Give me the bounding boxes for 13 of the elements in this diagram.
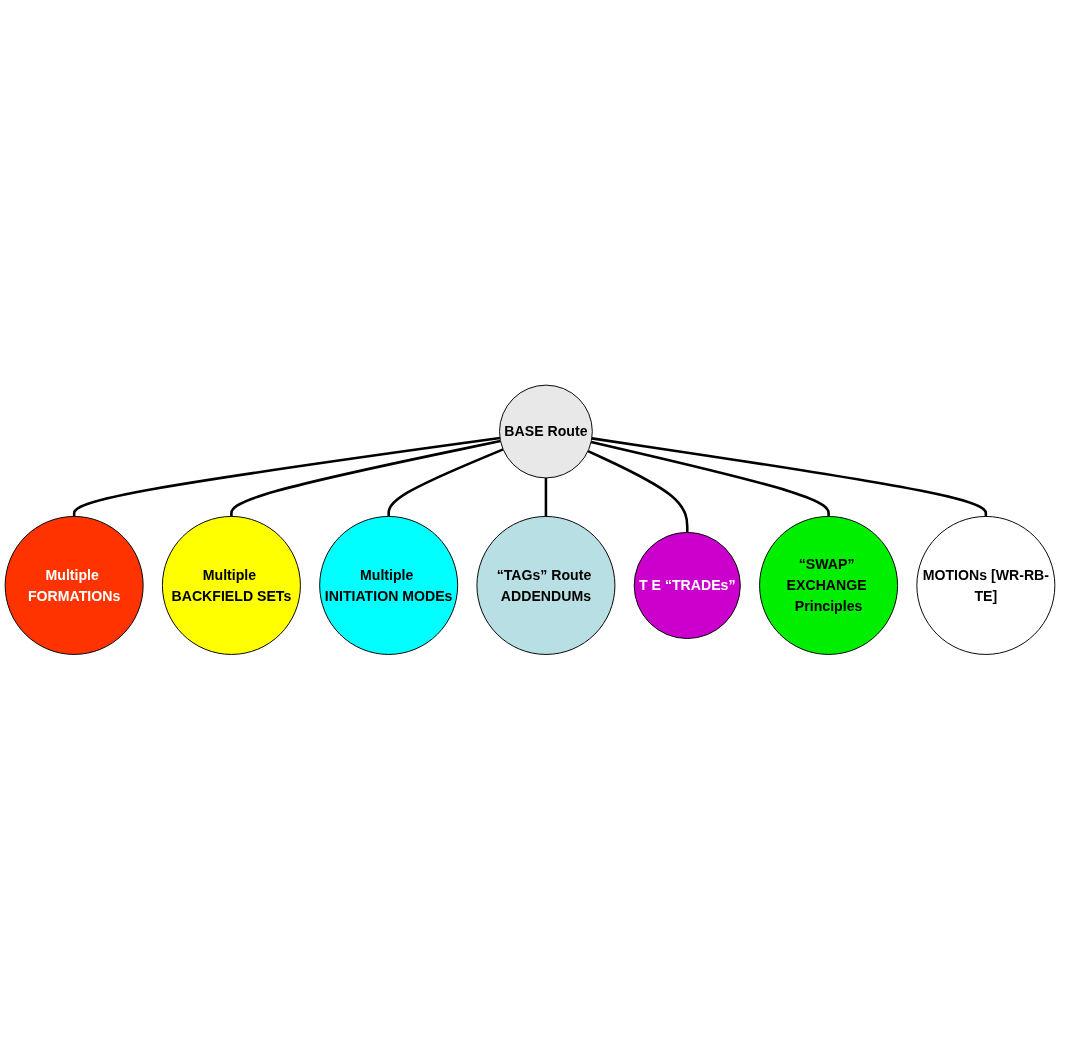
connector [230,439,501,517]
connector [587,450,689,533]
node-circle: Multiple INITIATION MODEs [319,516,459,656]
node-circle: MOTIONs [WR-RB-TE] [916,516,1056,656]
node-circle: “SWAP” EXCHANGE Principles [759,516,899,656]
node-circle: BASE Route [499,384,593,479]
connector [387,448,504,517]
node-circle: “TAGs” Route ADDENDUMs [476,516,616,656]
connector [590,440,830,517]
node-circle: T E “TRADEs” [633,532,741,640]
node-circle: Multiple BACKFIELD SETs [161,516,301,656]
node-circle: Multiple FORMATIONs [4,516,144,656]
connector [544,478,548,517]
